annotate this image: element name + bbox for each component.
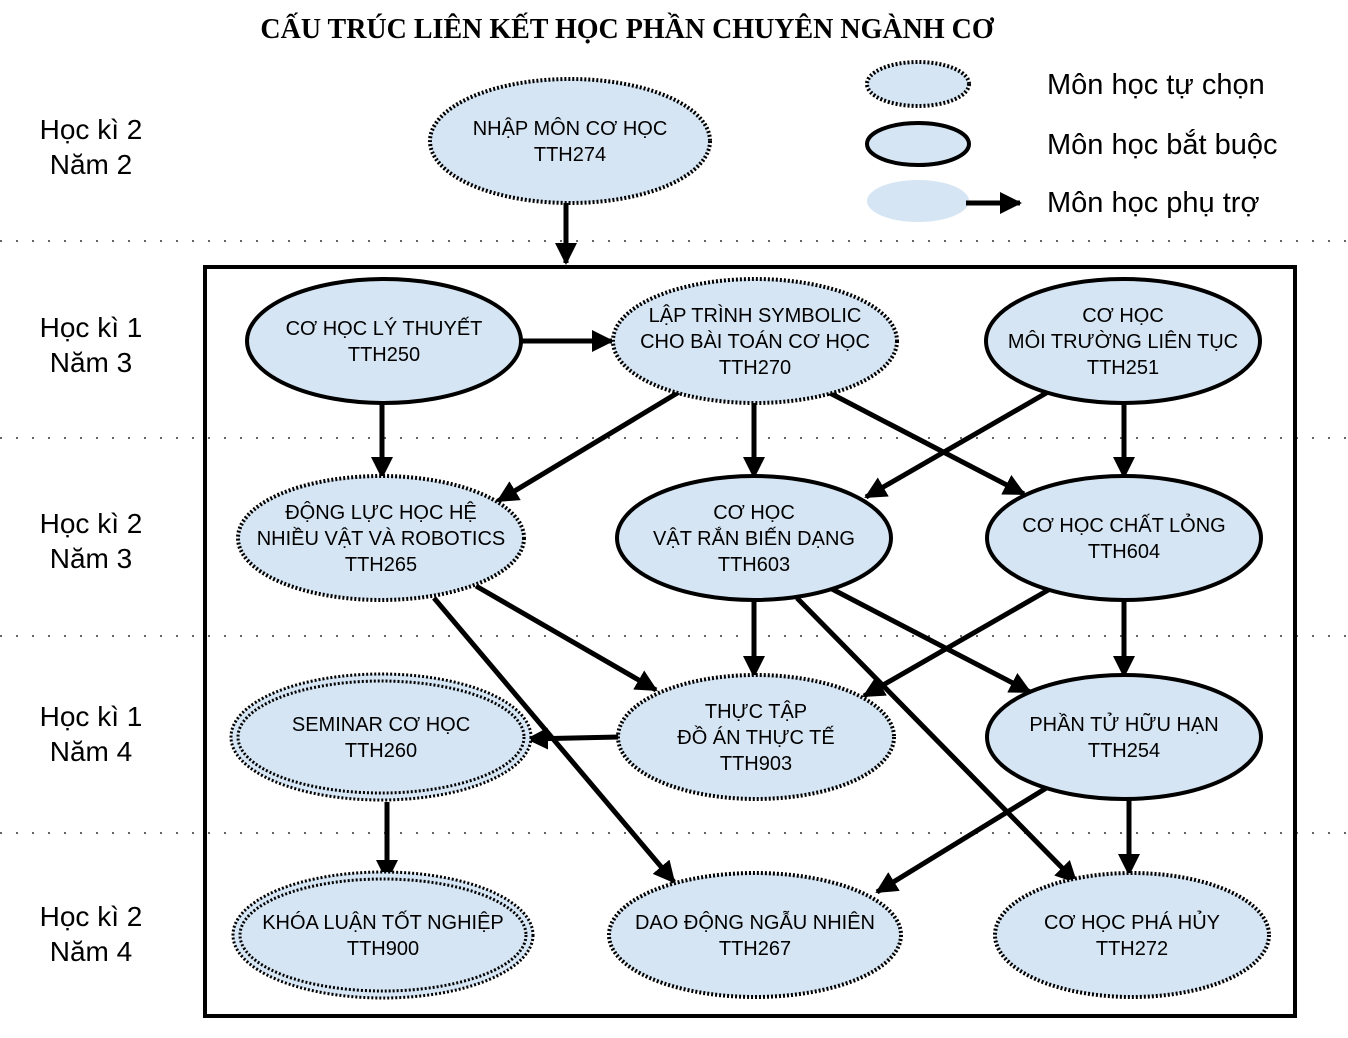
course-name: CƠ HỌC LÝ THUYẾT [286, 317, 483, 340]
course-code: TTH603 [718, 554, 790, 576]
course-name: MÔI TRƯỜNG LIÊN TỤC [1008, 330, 1238, 353]
arrow-tth265-to-tth903 [474, 583, 658, 693]
course-node-shape [615, 474, 893, 602]
semester-label: Học kì 2 [40, 114, 143, 145]
course-node-tth274: NHẬP MÔN CƠ HỌC TTH274 [428, 77, 712, 205]
course-node-tth267: DAO ĐỘNG NGẪU NHIÊN TTH267 [607, 871, 903, 999]
course-code: TTH604 [1088, 541, 1160, 563]
semester-label: Năm 4 [50, 736, 132, 767]
semester-label: Năm 3 [50, 347, 132, 378]
course-name: PHẦN TỬ HỮU HẠN [1029, 712, 1218, 736]
course-node-shape [229, 672, 533, 802]
course-node-shape [231, 870, 535, 1000]
semester-label: Học kì 1 [40, 701, 143, 732]
course-name: VẬT RẮN BIẾN DẠNG [653, 526, 855, 550]
legend-required-symbol [865, 121, 971, 167]
arrow-tth603-to-tth272 [795, 596, 1078, 884]
course-name: NHIỀU VẬT VÀ ROBOTICS [257, 527, 506, 550]
course-node-tth260: SEMINAR CƠ HỌC TTH260 [229, 672, 533, 802]
semester-label: Học kì 2 [40, 508, 143, 539]
course-node-shape [616, 673, 896, 801]
course-name: ĐỒ ÁN THỰC TẾ [677, 725, 834, 749]
course-name: THỰC TẬP [705, 700, 807, 723]
course-node-shape [993, 871, 1271, 999]
course-name: SEMINAR CƠ HỌC [292, 714, 470, 736]
course-node-tth265: ĐỘNG LỰC HỌC HỆ NHIỀU VẬT VÀ ROBOTICS TTH2… [236, 474, 526, 602]
semester-label: Năm 3 [50, 543, 132, 574]
semester-label: Năm 2 [50, 149, 132, 180]
course-nodes: NHẬP MÔN CƠ HỌC TTH274 CƠ HỌC LÝ THUYẾT TTH… [229, 77, 1271, 1000]
course-node-shape [985, 474, 1263, 602]
course-node-shape [236, 679, 526, 795]
course-name: CƠ HỌC PHÁ HỦY [1044, 910, 1220, 934]
course-node-tth250: CƠ HỌC LÝ THUYẾT TTH250 [245, 277, 523, 405]
course-node-tth900: KHÓA LUẬN TỐT NGHIỆP TTH900 [231, 870, 535, 1000]
course-name: ĐỘNG LỰC HỌC HỆ [285, 501, 477, 524]
course-code: TTH265 [345, 554, 417, 576]
legend-elective-label: Môn học tự chọn [1047, 69, 1265, 101]
course-node-shape [238, 877, 528, 993]
course-code: TTH260 [345, 740, 417, 762]
course-name: NHẬP MÔN CƠ HỌC [473, 117, 668, 140]
specialization-frame [203, 265, 1297, 1018]
course-name: KHÓA LUẬN TỐT NGHIỆP [262, 910, 504, 934]
course-node-shape [245, 277, 523, 405]
course-code: TTH272 [1096, 938, 1168, 960]
semester-separators [0, 240, 1348, 834]
prerequisite-arrows [371, 203, 1140, 895]
course-code: TTH274 [534, 144, 606, 166]
course-name: CHO BÀI TOÁN CƠ HỌC [640, 330, 870, 353]
legend-supporting-symbol [867, 180, 969, 222]
course-node-tth604: CƠ HỌC CHẤT LỎNG TTH604 [985, 474, 1263, 602]
course-code: TTH251 [1087, 357, 1159, 379]
course-name: LẬP TRÌNH SYMBOLIC [649, 304, 862, 327]
course-node-shape [236, 474, 526, 602]
diagram-title: CẤU TRÚC LIÊN KẾT HỌC PHẦN CHUYÊN NGÀNH … [260, 13, 994, 45]
course-code: TTH900 [347, 938, 419, 960]
course-code: TTH254 [1088, 740, 1160, 762]
semester-label: Học kì 1 [40, 312, 143, 343]
legend: Môn học tự chọn Môn học bắt buộc Môn học… [865, 60, 1278, 222]
arrow-tth254-to-tth267 [875, 784, 1050, 895]
course-name: CƠ HỌC [1082, 305, 1164, 327]
course-code: TTH903 [720, 753, 792, 775]
arrow-tth603-to-tth254 [830, 586, 1032, 695]
semester-labels: Học kì 2 Năm 2 Học kì 1 Năm 3 Học kì 2 N… [40, 114, 143, 967]
arrow-tth270-to-tth265 [496, 389, 681, 504]
arrow-tth251-to-tth603 [864, 389, 1050, 500]
course-code: TTH267 [719, 938, 791, 960]
legend-elective-symbol [865, 60, 971, 108]
course-node-shape [985, 673, 1263, 801]
course-name: CƠ HỌC CHẤT LỎNG [1022, 513, 1225, 537]
course-node-tth251: CƠ HỌC MÔI TRƯỜNG LIÊN TỤC TTH251 [984, 277, 1262, 405]
course-node-tth272: CƠ HỌC PHÁ HỦY TTH272 [993, 871, 1271, 999]
course-node-shape [611, 277, 899, 405]
course-node-tth254: PHẦN TỬ HỮU HẠN TTH254 [985, 673, 1263, 801]
arrow-tth270-to-tth604 [826, 389, 1026, 497]
arrow-tth903-to-tth260 [526, 727, 620, 750]
course-node-shape [607, 871, 903, 999]
course-node-tth270: LẬP TRÌNH SYMBOLIC CHO BÀI TOÁN CƠ HỌC TTH… [611, 277, 899, 405]
semester-label: Năm 4 [50, 936, 132, 967]
course-node-shape [984, 277, 1262, 405]
legend-required-label: Môn học bắt buộc [1047, 128, 1278, 161]
arrow-tth604-to-tth903 [862, 586, 1052, 699]
course-name: DAO ĐỘNG NGẪU NHIÊN [635, 911, 875, 934]
course-name: CƠ HỌC [713, 502, 795, 524]
legend-supporting-label: Môn học phụ trợ [1047, 187, 1259, 219]
semester-label: Học kì 2 [40, 901, 143, 932]
course-code: TTH250 [348, 344, 420, 366]
course-node-shape [428, 77, 712, 205]
course-code: TTH270 [719, 357, 791, 379]
